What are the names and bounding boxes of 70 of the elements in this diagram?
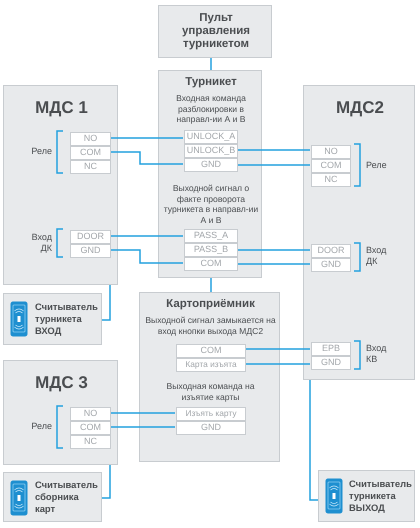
terminal-group-label: Реле (30, 421, 52, 432)
terminal-cell: COM (311, 159, 351, 173)
terminal-cell: NO (70, 132, 111, 146)
unit-box (158, 5, 272, 58)
controller-box (3, 360, 118, 465)
wire (245, 363, 310, 365)
unit-description: Выходная команда на изъятие карты (165, 381, 256, 402)
wire (210, 58, 212, 70)
terminal-cell: GND (184, 158, 238, 172)
terminal-group-label: Реле (366, 160, 388, 171)
unit-title: Турникет (184, 76, 238, 89)
wire (237, 263, 310, 265)
controller-box (3, 85, 118, 285)
reader-box (3, 293, 102, 345)
terminal-cell: NC (311, 173, 351, 187)
reader-label: Считыватель сборника карт (35, 479, 99, 515)
terminal-cell: DOOR (311, 244, 351, 258)
terminal-cell: NO (311, 145, 351, 159)
terminal-cell: DOOR (70, 230, 111, 244)
wire (210, 278, 212, 292)
terminal-cell: Карта изъята (176, 358, 246, 372)
terminal-cell: GND (311, 356, 351, 370)
terminal-cell: NO (70, 407, 111, 421)
unit-box (158, 70, 262, 278)
terminal-cell: UNLOCK_B (184, 144, 238, 158)
wire (110, 151, 183, 165)
terminal-cell: COM (70, 146, 111, 160)
terminal-cell: GND (70, 244, 111, 258)
terminal-cell: PASS_A (184, 229, 238, 243)
terminal-group-label: Реле (30, 146, 52, 157)
reader-box (3, 472, 102, 522)
terminal-group-label: Вход ДК (366, 245, 388, 267)
terminal-cell: Изъять карту (176, 407, 246, 421)
wire (237, 249, 310, 251)
controller-title: МДС2 (334, 98, 385, 118)
terminal-cell: EPB (311, 342, 351, 356)
unit-description: Входная команда разблокировки в направл-ии А и В (175, 93, 247, 124)
controller-title: МДС 1 (34, 98, 89, 118)
terminal-cell: PASS_B (184, 243, 238, 257)
reader-label: Считыватель турникета ВЫХОД (349, 478, 413, 514)
terminal-cell: COM (176, 344, 246, 358)
reader-box (318, 470, 415, 522)
unit-label: Пульт управления турникетом (181, 12, 251, 51)
terminal-cell: NC (70, 435, 111, 449)
terminal-cell: GND (311, 258, 351, 272)
unit-description: Выходной сигнал о факте проворота турникета в направл-ии А и В (162, 183, 260, 225)
controller-title: МДС 3 (34, 373, 89, 393)
wire (309, 380, 318, 501)
wire (110, 235, 183, 237)
terminal-cell: GND (176, 421, 246, 435)
wire (237, 164, 310, 166)
wire (245, 348, 310, 350)
controller-box (303, 85, 415, 380)
wire (110, 249, 183, 264)
unit-description: Выходной сигнал замыкается на вход кнопки выхода МДС2 (144, 315, 277, 336)
unit-title: Картоприёмник (165, 298, 256, 311)
terminal-group-label: Вход КВ (366, 343, 388, 365)
terminal-cell: UNLOCK_A (184, 130, 238, 144)
terminal-cell: COM (70, 421, 111, 435)
wire (102, 285, 111, 321)
terminal-cell: NC (70, 160, 111, 174)
wire (110, 137, 183, 139)
wire (110, 412, 175, 414)
wire (237, 149, 310, 151)
terminal-group-label: Вход ДК (30, 232, 52, 254)
unit-box (139, 292, 280, 462)
wire (102, 465, 111, 499)
wire (110, 426, 175, 428)
reader-label: Считыватель турникета ВХОД (35, 301, 99, 337)
terminal-cell: COM (184, 257, 238, 271)
